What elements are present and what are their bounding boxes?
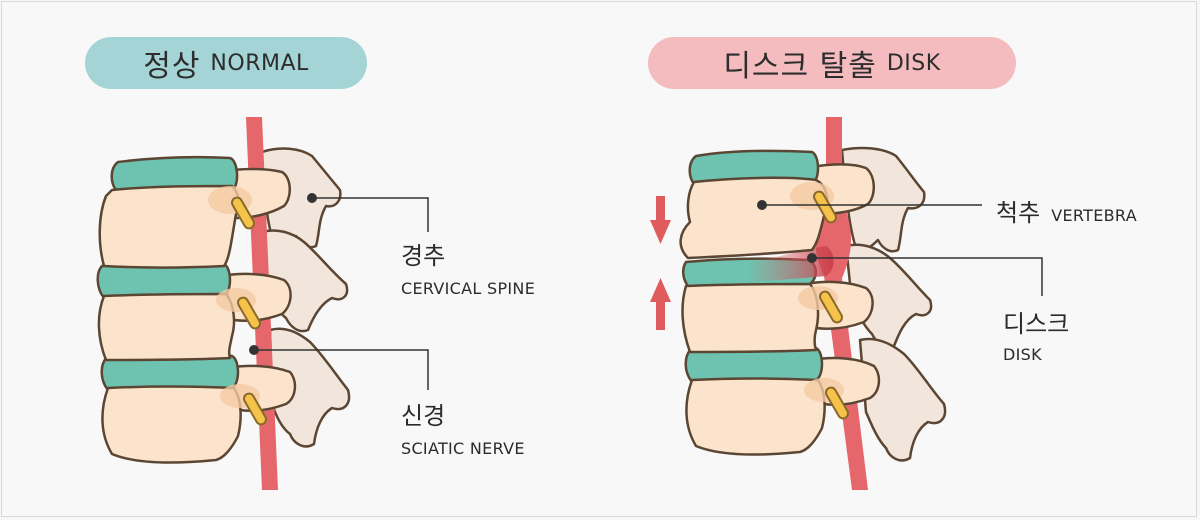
arrow-up-icon	[650, 278, 671, 330]
sciatic-nerve-label: 신경 SCIATIC NERVE	[401, 396, 525, 458]
disk-label: 디스크 DISK	[1003, 304, 1069, 364]
disk-title-pill: 디스크 탈출 DISK	[648, 37, 1016, 89]
disk-title-en: DISK	[886, 50, 941, 76]
cervical-pointer-dot	[307, 193, 317, 203]
disk-label-en: DISK	[1003, 345, 1042, 364]
cervical-label-ko: 경추	[401, 242, 446, 270]
normal-leader-lines	[254, 197, 429, 390]
normal-title-en: NORMAL	[210, 50, 309, 76]
disk-pointer-dot	[807, 253, 817, 263]
cervical-spine-label: 경추 CERVICAL SPINE	[401, 236, 535, 298]
arrow-down-icon	[650, 196, 671, 244]
disk-spine	[679, 117, 947, 490]
nerve-pointer-dot	[249, 345, 259, 355]
disk-leader-lines	[762, 204, 1043, 296]
disk-label-ko: 디스크	[1003, 310, 1070, 338]
cervical-label-en: CERVICAL SPINE	[401, 279, 536, 298]
vertebra-label-en: VERTEBRA	[1051, 206, 1137, 225]
normal-discs	[96, 155, 240, 393]
normal-vertebrae	[97, 184, 242, 464]
normal-title-ko: 정상	[143, 49, 201, 84]
disk-vertebrae	[679, 176, 829, 456]
nerve-label-en: SCIATIC NERVE	[401, 439, 525, 458]
normal-spine	[96, 117, 351, 490]
disk-title-ko: 디스크 탈출	[723, 49, 877, 84]
vertebra-label-ko: 척추	[996, 199, 1041, 227]
vertebra-label: 척추 VERTEBRA	[996, 193, 1137, 228]
normal-title-pill: 정상 NORMAL	[85, 37, 367, 89]
vertebra-pointer-dot	[757, 200, 767, 210]
nerve-label-ko: 신경	[401, 402, 446, 430]
